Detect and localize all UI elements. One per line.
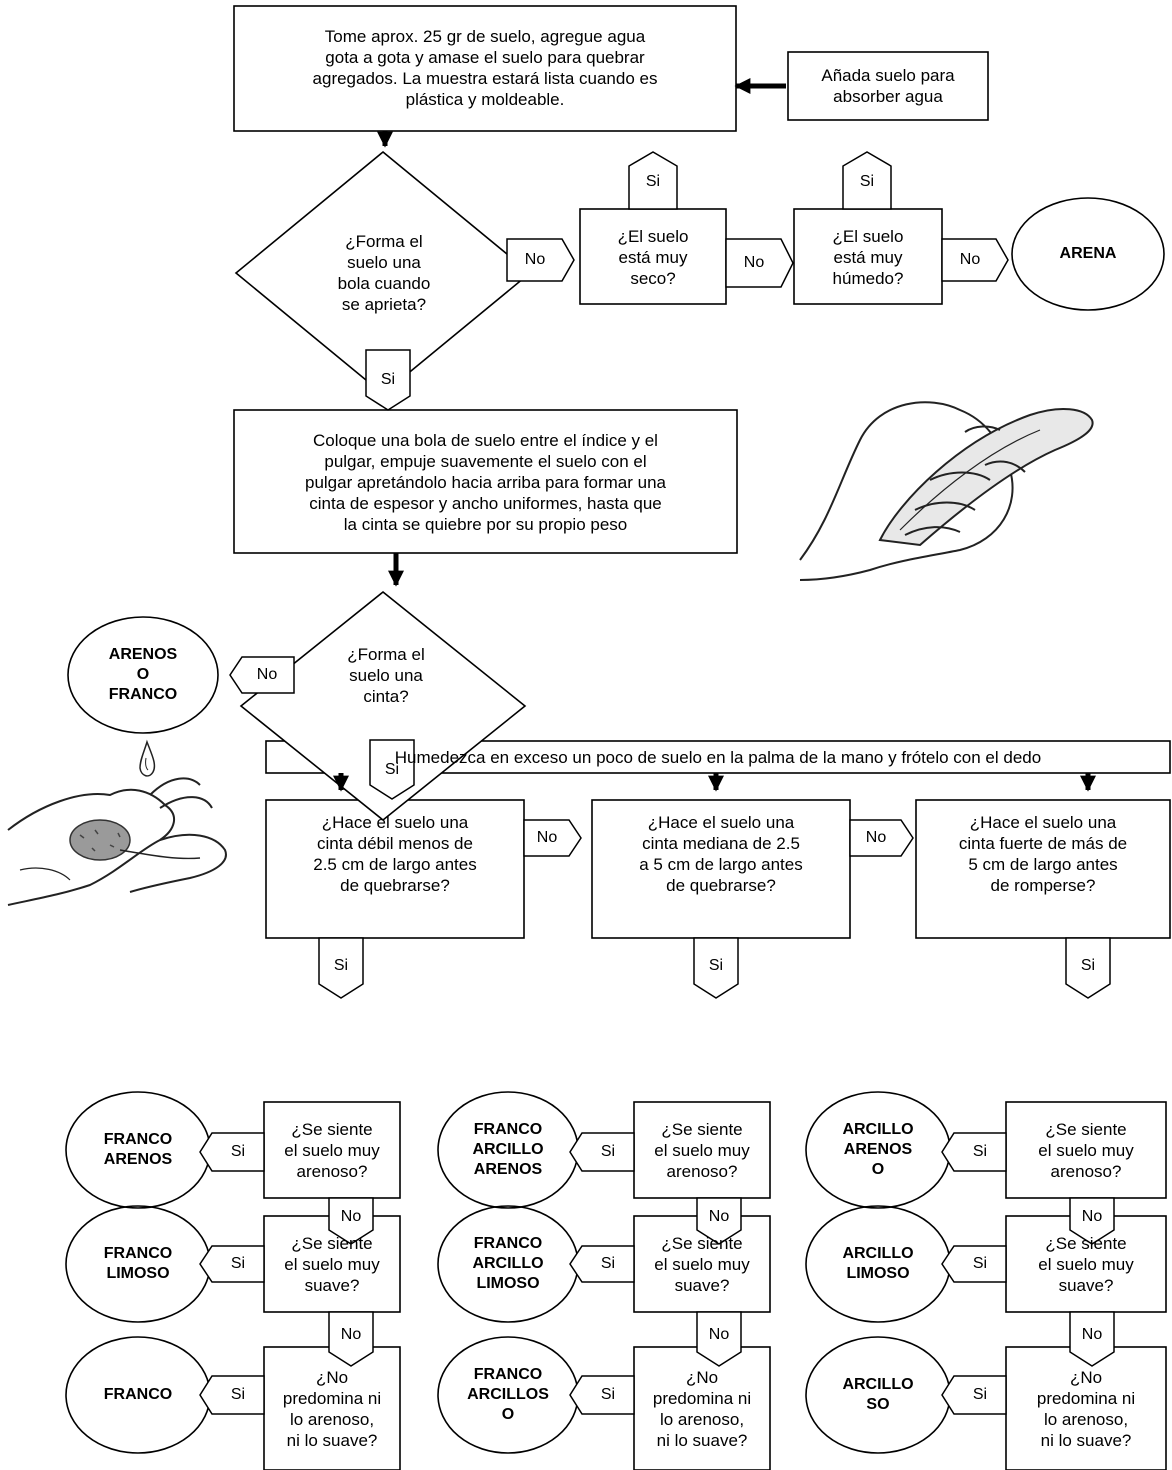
franco-limoso-oval xyxy=(65,1205,211,1323)
add-soil-box xyxy=(787,51,989,121)
franco-arenoso-oval xyxy=(65,1091,211,1209)
tag-no-wet xyxy=(941,238,1009,282)
franco-oval xyxy=(65,1336,211,1454)
tag-si-r2c3 xyxy=(941,1245,1007,1283)
tag-si-ribbon xyxy=(369,739,415,800)
tag-si-r1c1 xyxy=(199,1132,265,1172)
tag-no-smooth-2 xyxy=(696,1311,742,1367)
too-dry-box xyxy=(579,208,727,305)
arcillo-arenoso-oval xyxy=(805,1091,951,1209)
hands-rubbing-soil-icon xyxy=(7,777,227,906)
tag-si-r1c2 xyxy=(569,1132,635,1172)
tag-no-smooth-3 xyxy=(1069,1311,1115,1367)
ribbon-instructions-box xyxy=(233,409,738,554)
q-neither-3 xyxy=(1005,1346,1167,1470)
tag-si-r3c1 xyxy=(199,1375,265,1415)
tag-si-ball xyxy=(365,349,411,411)
tag-si-r3c3 xyxy=(941,1375,1007,1415)
too-wet-box xyxy=(793,208,943,305)
arcillo-limoso-oval xyxy=(805,1205,951,1323)
tag-no-gritty-3 xyxy=(1069,1197,1115,1245)
tag-si-r2c2 xyxy=(569,1245,635,1283)
q-neither-1 xyxy=(263,1346,401,1470)
tag-si-strong xyxy=(1065,937,1111,999)
tag-no-gritty-2 xyxy=(696,1197,742,1245)
tag-no-weak xyxy=(523,819,582,857)
q-neither-2 xyxy=(633,1346,771,1470)
arcilloso-oval xyxy=(805,1336,951,1454)
tag-no-ribbon xyxy=(229,656,295,694)
tag-si-medium xyxy=(693,937,739,999)
tag-si-r3c2 xyxy=(569,1375,635,1415)
tag-si-r2c1 xyxy=(199,1245,265,1283)
tag-no-smooth-1 xyxy=(328,1311,374,1367)
medium-ribbon-box xyxy=(591,799,851,939)
tag-si-dry xyxy=(628,151,678,210)
tag-si-weak xyxy=(318,937,364,999)
franco-arcillo-arenoso-oval xyxy=(437,1091,579,1209)
arenoso-franco-oval xyxy=(67,616,219,734)
tag-no-medium xyxy=(849,819,914,857)
franco-arcilloso-oval xyxy=(437,1336,579,1454)
franco-arcillo-limoso-oval xyxy=(437,1205,579,1323)
tag-no-gritty-1 xyxy=(328,1197,374,1245)
hand-ribbon-icon xyxy=(799,401,1094,581)
tag-si-wet xyxy=(842,151,892,210)
q-gritty-1 xyxy=(263,1101,401,1199)
tag-si-r1c3 xyxy=(941,1132,1007,1172)
q-gritty-2 xyxy=(633,1101,771,1199)
strong-ribbon-box xyxy=(915,799,1171,939)
water-drop-icon xyxy=(139,739,156,777)
start-box xyxy=(233,5,737,132)
arena-oval xyxy=(1011,197,1165,311)
weak-ribbon-box xyxy=(265,799,525,939)
tag-no-dry xyxy=(725,238,794,288)
tag-no-ball xyxy=(506,238,575,282)
q-gritty-3 xyxy=(1005,1101,1167,1199)
